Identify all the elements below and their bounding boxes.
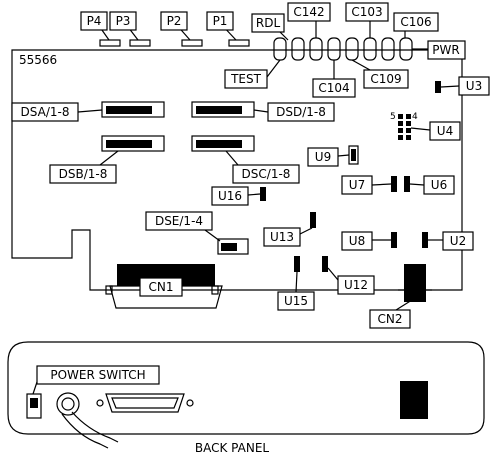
label-u9: U9 [307,147,339,167]
label-u3-text: U3 [466,79,482,93]
label-p2: P2 [160,11,188,31]
p4-header [99,39,121,47]
u4-pin5: 5 [390,112,396,122]
u4-jumper-block [398,114,411,140]
label-dsb: DSB/1-8 [49,164,117,184]
db25-connector [96,393,194,413]
label-u8: U8 [341,231,373,251]
label-u4: U4 [429,121,461,141]
dsc-switch [191,135,255,152]
label-test-text: TEST [230,72,262,86]
label-c104-text: C104 [318,81,349,95]
label-p3-text: P3 [116,14,131,28]
board-id: 55566 [19,53,57,67]
label-u12-text: U12 [344,278,368,292]
label-u13: U13 [263,227,301,247]
p1-header [228,39,250,47]
u8-jumper [391,232,397,248]
label-c106-text: C106 [400,15,431,29]
label-test: TEST [224,69,268,89]
label-u6: U6 [423,175,455,195]
label-u7-text: U7 [349,178,365,192]
label-p4-text: P4 [87,14,102,28]
label-dsb-text: DSB/1-8 [59,167,108,181]
label-dsd: DSD/1-8 [267,102,335,122]
u9-jumper [348,145,359,165]
label-p4: P4 [80,11,108,31]
u15-jumper [294,256,300,272]
dsb-switch [101,135,165,152]
label-u15-text: U15 [284,294,308,308]
label-p1: P1 [206,11,234,31]
led-row [273,37,413,61]
u16-jumper [260,187,266,201]
label-cn1: CN1 [139,277,183,297]
label-u6-text: U6 [431,178,447,192]
label-u3: U3 [458,76,490,96]
label-c109-text: C109 [370,72,401,86]
label-u4-text: U4 [437,124,453,138]
p2-header [181,39,203,47]
label-rdl: RDL [251,13,285,33]
u13-jumper [310,212,316,228]
label-cn1-text: CN1 [149,280,174,294]
back-panel-title: BACK PANEL [195,441,270,455]
label-cn2: CN2 [369,309,411,329]
label-u2-text: U2 [450,234,466,248]
label-dse: DSE/1-4 [145,211,213,231]
dse-switch [217,238,249,255]
label-p3: P3 [109,11,137,31]
label-u12: U12 [337,275,375,295]
label-rdl-text: RDL [256,16,281,30]
label-p2-text: P2 [167,14,182,28]
label-u8-text: U8 [349,234,365,248]
label-c103: C103 [345,2,389,22]
label-u13-text: U13 [270,230,294,244]
label-c103-text: C103 [351,5,382,19]
dsa-switch [101,101,165,118]
u7-u6-jumpers [391,176,410,192]
label-u2: U2 [442,231,474,251]
label-dsa-text: DSA/1-8 [21,105,70,119]
label-c109: C109 [363,69,409,89]
label-u16: U16 [211,186,249,206]
power-switch [26,393,42,419]
label-dsc: DSC/1-8 [232,164,300,184]
label-p1-text: P1 [213,14,228,28]
label-c104: C104 [312,78,356,98]
label-pwr-text: PWR [432,43,459,57]
label-cn2-text: CN2 [378,312,403,326]
label-c142: C142 [287,2,331,22]
label-c142-text: C142 [293,5,324,19]
u2-jumper [422,232,428,248]
label-dsd-text: DSD/1-8 [276,105,326,119]
dsd-switch [191,101,255,118]
label-c106: C106 [393,12,439,32]
label-u7: U7 [341,175,373,195]
u4-pin4: 4 [412,112,418,122]
label-u15: U15 [277,291,315,311]
back-panel-outline [7,341,485,435]
label-u9-text: U9 [315,150,331,164]
label-dsc-text: DSC/1-8 [242,167,291,181]
u3-jumper [435,81,441,93]
label-dse-text: DSE/1-4 [155,214,203,228]
cn2-connector [398,264,432,302]
rj-jack [400,381,428,419]
power-cord [56,392,119,449]
label-pwr: PWR [427,40,466,60]
label-u16-text: U16 [218,189,242,203]
p3-header [129,39,151,47]
board-outline [11,49,463,291]
u12-jumper [322,256,328,272]
label-power-switch: POWER SWITCH [36,365,160,385]
label-power-switch-text: POWER SWITCH [50,368,145,382]
label-dsa: DSA/1-8 [11,102,79,122]
